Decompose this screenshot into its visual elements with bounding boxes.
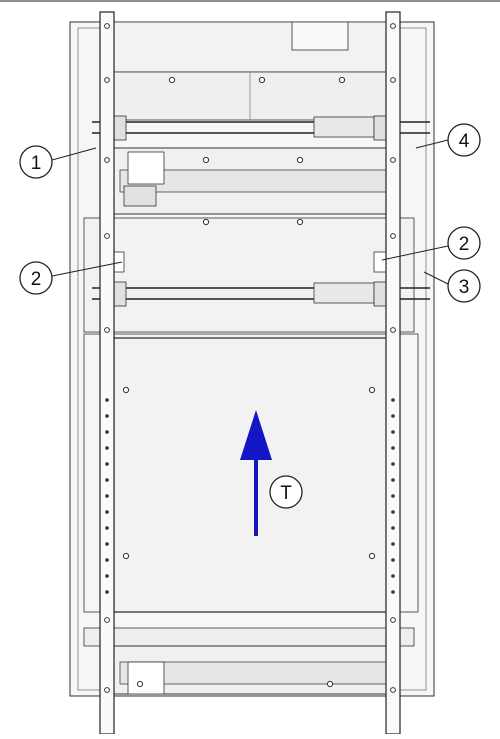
top-panel [112,22,392,72]
top-bracket [292,22,348,50]
rail-hole [105,558,109,562]
rail-bolt [391,688,396,693]
rail-bolt [105,618,110,623]
left-rail [100,12,114,734]
rail-hole [391,558,395,562]
rail-bolt [105,78,110,83]
screw-icon [137,681,142,686]
right-mid-bracket [374,252,386,272]
screw-icon [369,553,374,558]
rail-hole [105,414,109,418]
main-panel [114,338,388,612]
bottom-panel [84,628,414,646]
callout-4: 4 [448,124,480,156]
lower-rod-fitting [314,283,374,303]
rail-bolt [105,234,110,239]
rail-hole [105,478,109,482]
rail-hole [105,542,109,546]
rail-hole [391,526,395,530]
rail-hole [105,526,109,530]
upper-fan-block [124,186,156,206]
rail-bolt [391,234,396,239]
rail-hole [105,430,109,434]
screw-icon [203,219,208,224]
rail-bolt [391,618,396,623]
screw-icon [297,219,302,224]
upper-fan-mount [128,152,164,184]
upper-panel [112,72,392,120]
callout-1-label: 1 [31,153,42,174]
screw-icon [259,77,264,82]
rail-bolt [391,78,396,83]
rail-bolt [391,328,396,333]
screw-icon [339,77,344,82]
rail-hole [105,494,109,498]
middle-panel [84,218,414,332]
callout-2-right: 2 [448,227,480,259]
callout-t: T [270,476,302,508]
screw-icon [123,387,128,392]
rail-hole [391,510,395,514]
rail-hole [391,430,395,434]
callout-2-left: 2 [20,262,52,294]
screw-icon [369,387,374,392]
screw-icon [169,77,174,82]
rail-hole [105,462,109,466]
rail-bolt [105,158,110,163]
callout-2-right-label: 2 [459,234,470,255]
callout-4-label: 4 [459,131,470,152]
rail-bolt [105,24,110,29]
screw-icon [297,157,302,162]
upper-rod-fitting [314,117,374,137]
rail-hole [105,510,109,514]
callout-2-left-label: 2 [31,269,42,290]
rail-hole [105,574,109,578]
rail-bolt [105,328,110,333]
screw-icon [203,157,208,162]
callout-1: 1 [20,146,52,178]
rail-hole [391,494,395,498]
rail-hole [391,462,395,466]
rail-hole [391,446,395,450]
screw-icon [327,681,332,686]
rail-hole [391,574,395,578]
rail-bolt [391,24,396,29]
rail-hole [391,542,395,546]
rail-hole [391,590,395,594]
callout-3-label: 3 [459,277,470,298]
rail-hole [105,590,109,594]
rail-hole [391,478,395,482]
rail-hole [391,414,395,418]
bottom-fan-mount [128,662,164,694]
right-rail [386,12,400,734]
rail-hole [105,446,109,450]
rail-hole [391,398,395,402]
screw-icon [123,553,128,558]
callout-t-label: T [280,483,292,504]
rail-bolt [105,688,110,693]
callout-3: 3 [448,270,480,302]
rail-hole [105,398,109,402]
rail-bolt [391,158,396,163]
